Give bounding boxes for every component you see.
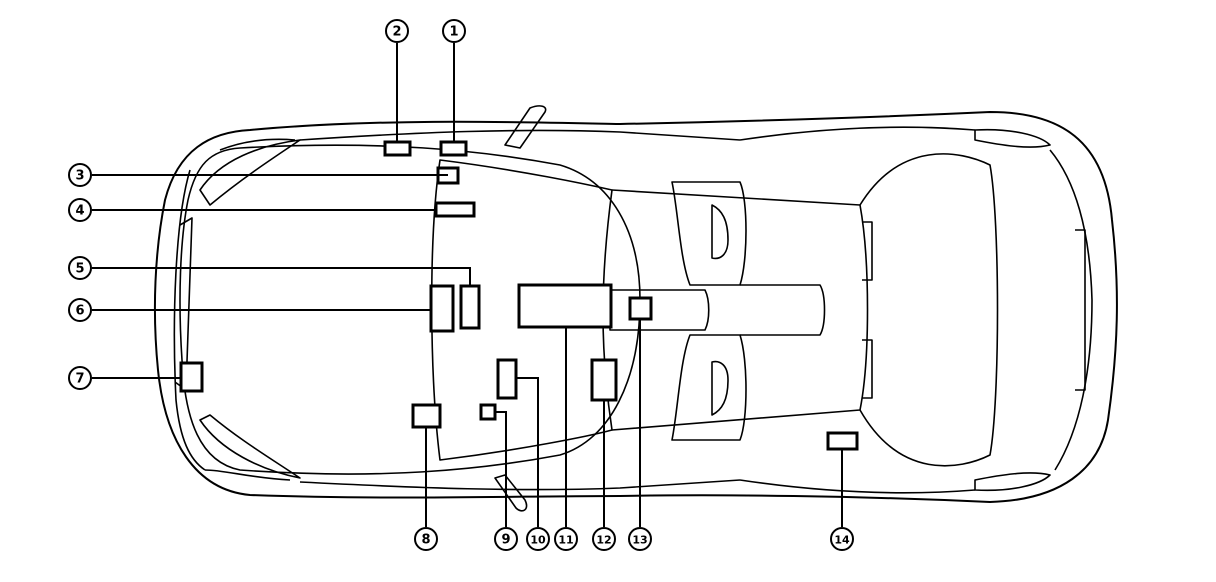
component-4 <box>434 201 476 218</box>
component-10 <box>496 358 518 400</box>
callout-3: 3 <box>68 163 92 187</box>
component-13 <box>628 296 653 321</box>
svg-text:10: 10 <box>530 534 546 547</box>
callout-8: 8 <box>414 527 438 551</box>
callouts: 1 2 3 4 5 6 7 8 <box>68 19 854 551</box>
svg-text:11: 11 <box>558 534 573 547</box>
svg-text:2: 2 <box>392 25 401 40</box>
callout-11: 11 <box>554 527 578 551</box>
component-5 <box>459 284 481 330</box>
component-9 <box>479 403 497 421</box>
leader-lines <box>92 43 843 527</box>
callout-4: 4 <box>68 198 92 222</box>
callout-12: 12 <box>592 527 616 551</box>
svg-text:12: 12 <box>596 534 611 547</box>
svg-text:5: 5 <box>75 262 84 277</box>
car-body-outline <box>153 105 1118 512</box>
component-markers <box>179 140 859 451</box>
callout-6: 6 <box>68 298 92 322</box>
component-12 <box>590 358 618 402</box>
component-1 <box>439 140 468 157</box>
svg-text:8: 8 <box>421 533 430 548</box>
callout-10: 10 <box>526 527 550 551</box>
svg-text:13: 13 <box>632 534 647 547</box>
svg-text:6: 6 <box>75 304 84 319</box>
component-6 <box>429 284 455 333</box>
svg-text:3: 3 <box>75 169 84 184</box>
svg-text:1: 1 <box>449 25 458 40</box>
component-7 <box>179 361 204 393</box>
callout-9: 9 <box>494 527 518 551</box>
callout-13: 13 <box>628 527 652 551</box>
component-2 <box>383 140 412 157</box>
callout-7: 7 <box>68 366 92 390</box>
component-14 <box>826 431 859 451</box>
callout-1: 1 <box>442 19 466 43</box>
svg-text:14: 14 <box>834 534 850 547</box>
component-11 <box>517 283 613 329</box>
callout-14: 14 <box>830 527 854 551</box>
svg-text:7: 7 <box>75 372 84 387</box>
svg-text:9: 9 <box>501 533 510 548</box>
callout-5: 5 <box>68 256 92 280</box>
callout-2: 2 <box>385 19 409 43</box>
component-8 <box>411 403 442 429</box>
svg-text:4: 4 <box>75 204 84 219</box>
